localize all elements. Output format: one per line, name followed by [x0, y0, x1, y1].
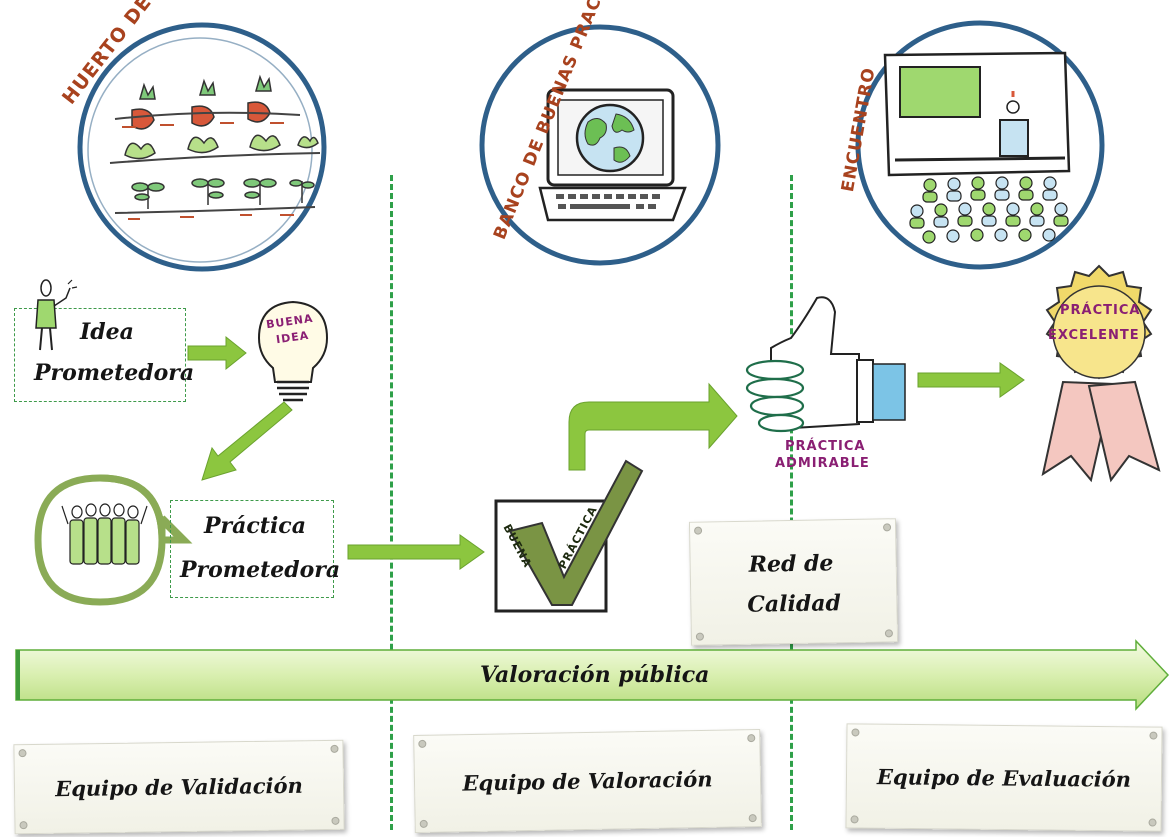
- team-label: Equipo de Validación: [55, 772, 303, 802]
- team-label: Equipo de Evaluación: [876, 763, 1132, 792]
- arrow-check-to-admirable: [568, 382, 738, 471]
- team-card-evaluacion: Equipo de Evaluación: [845, 723, 1163, 832]
- checkmark-box-icon: [494, 459, 644, 613]
- garden-illustration: [77, 22, 327, 272]
- practica-prometedora-line1: Práctica: [204, 513, 306, 539]
- red-de-calidad-line1: Red de: [748, 550, 834, 578]
- team-group-icon: [34, 474, 193, 606]
- team-card-validacion: Equipo de Validación: [13, 739, 345, 835]
- arrow-idea-to-bulb: [187, 335, 247, 371]
- team-card-valoracion: Equipo de Valoración: [413, 728, 762, 834]
- thumbs-up-icon: [745, 296, 906, 433]
- admirable-label-line2: ADMIRABLE: [775, 456, 870, 471]
- stage-divider-2: [790, 175, 793, 830]
- computer-illustration: [479, 24, 721, 266]
- arrow-bulb-to-practica: [201, 401, 293, 481]
- admirable-label-line1: PRÁCTICA: [785, 439, 866, 454]
- idea-prometedora-line2: Prometedora: [34, 360, 195, 386]
- valoracion-publica-band: [15, 639, 1170, 711]
- red-de-calidad-line2: Calidad: [747, 590, 842, 618]
- award-medal-icon: [1041, 264, 1161, 483]
- lightbulb-icon: [257, 300, 329, 402]
- conference-illustration: [855, 20, 1105, 270]
- red-de-calidad-card: Red de Calidad: [688, 518, 899, 646]
- thinking-person-icon: [35, 279, 78, 351]
- arrow-practica-to-check: [347, 534, 485, 570]
- excelente-label-line2: EXCELENTE: [1048, 328, 1140, 343]
- stage-divider-1: [390, 175, 393, 830]
- valoracion-publica-label: Valoración pública: [480, 662, 710, 688]
- team-label: Equipo de Valoración: [462, 766, 713, 796]
- practica-prometedora-line2: Prometedora: [180, 557, 341, 583]
- arrow-admirable-to-excelente: [917, 362, 1025, 398]
- idea-prometedora-line1: Idea: [80, 319, 134, 345]
- practica-prometedora-box: [170, 500, 334, 598]
- excelente-label-line1: PRÁCTICA: [1060, 303, 1141, 318]
